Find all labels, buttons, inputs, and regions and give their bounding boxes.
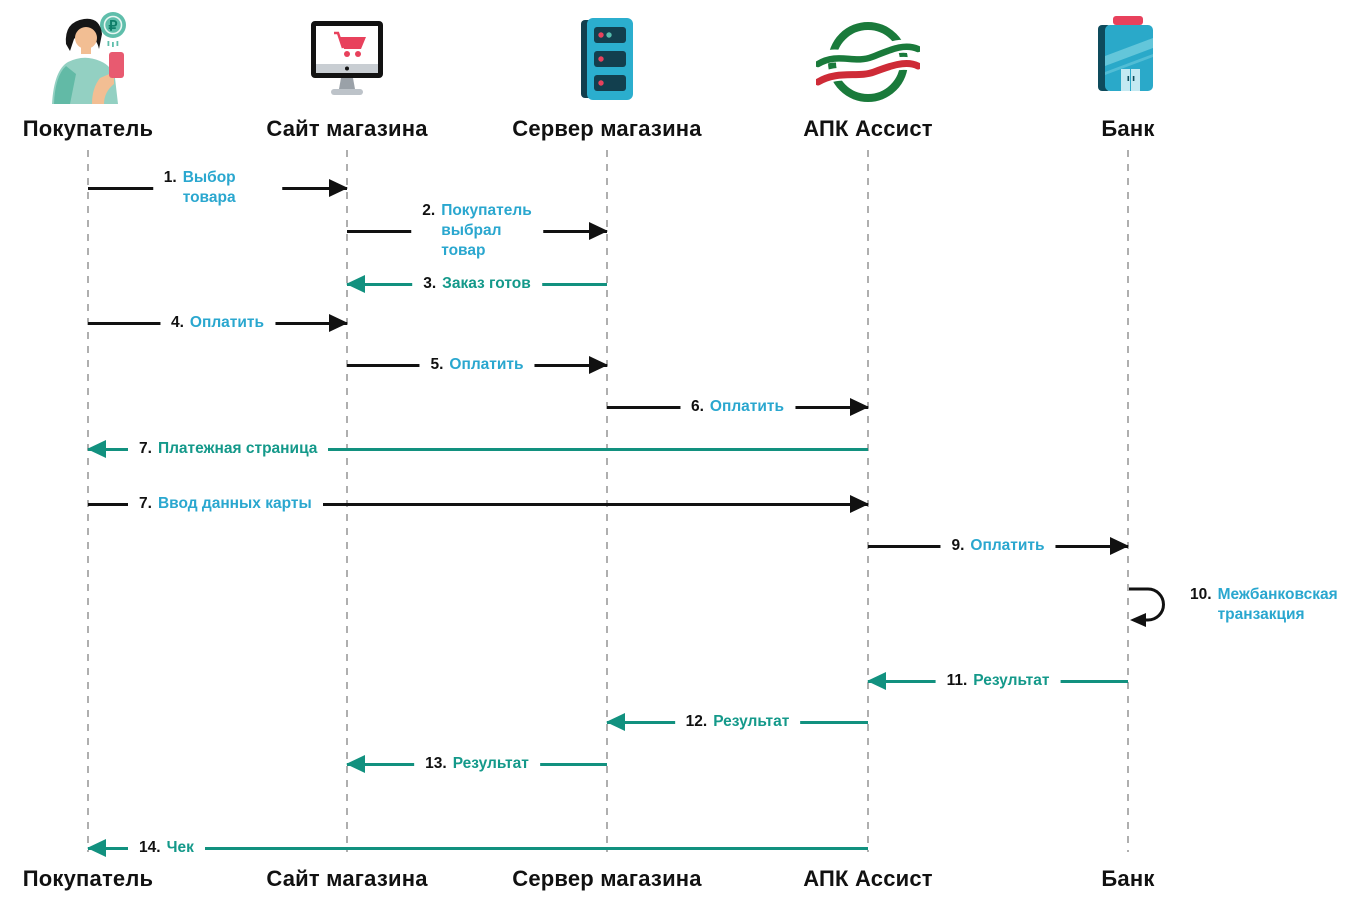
message-text: Оплатить bbox=[449, 355, 524, 373]
message-text: Заказ готов bbox=[442, 274, 531, 292]
message-text: Межбанковская транзакция bbox=[1217, 585, 1338, 623]
assist-icon-shapes bbox=[816, 22, 920, 102]
message-text: Ввод данных карты bbox=[157, 494, 312, 512]
arrowhead-left-icon bbox=[867, 672, 886, 690]
message-10-label: 10. Межбанковская транзакция bbox=[1190, 585, 1338, 625]
message-number: 6. bbox=[690, 397, 704, 415]
message-text: Оплатить bbox=[189, 313, 265, 331]
server-icon bbox=[581, 18, 633, 100]
arrowhead-right-icon bbox=[850, 398, 869, 416]
buyer-icon-shapes: ₽ bbox=[52, 12, 126, 104]
bank-icon bbox=[1098, 16, 1153, 91]
actor-label-buyer-bottom: Покупатель bbox=[22, 866, 154, 891]
arrowhead-right-icon bbox=[589, 222, 608, 240]
message-label: 4. Оплатить bbox=[159, 311, 276, 335]
site-icon-shapes bbox=[311, 21, 383, 95]
message-label: 6. Оплатить bbox=[679, 395, 796, 419]
message-text: Результат bbox=[713, 712, 790, 730]
message-number: 9. bbox=[951, 536, 965, 554]
actor-label-assist-bottom: АПК Ассист bbox=[803, 866, 933, 891]
message-number: 2. bbox=[422, 201, 436, 219]
arrowhead-right-icon bbox=[1110, 537, 1129, 555]
actor-label-bank-top: Банк bbox=[1101, 116, 1155, 141]
message-text: Оплатить bbox=[709, 397, 785, 415]
message-text: Покупатель выбрал товар bbox=[441, 201, 532, 260]
arrowhead-left-icon bbox=[87, 440, 106, 458]
message-label: 14. Чек bbox=[128, 836, 205, 860]
message-label: 7. Ввод данных карты bbox=[128, 492, 323, 516]
svg-text:₽: ₽ bbox=[109, 18, 118, 34]
message-label: 11. Результат bbox=[935, 669, 1061, 693]
message-label: 2. Покупатель выбрал товар bbox=[411, 199, 543, 263]
message-number: 5. bbox=[430, 355, 444, 373]
server-icon-shapes bbox=[581, 18, 633, 100]
message-label: 7. Платежная страница bbox=[128, 437, 329, 461]
message-number: 10. bbox=[1190, 585, 1212, 603]
message-label: 1. Выбор товара bbox=[152, 166, 283, 210]
message-number: 7. bbox=[139, 494, 152, 512]
message-text: Чек bbox=[166, 838, 194, 856]
message-label: 12. Результат bbox=[674, 710, 801, 734]
arrowhead-left-icon bbox=[346, 275, 365, 293]
message-number: 1. bbox=[163, 168, 177, 186]
arrowhead-left-icon bbox=[1130, 613, 1146, 627]
arrowhead-right-icon bbox=[329, 314, 348, 332]
lifeline-buyer bbox=[87, 150, 89, 852]
arrow-line bbox=[88, 447, 868, 451]
actor-label-server-bottom: Сервер магазина bbox=[512, 866, 702, 891]
actor-label-buyer-top: Покупатель bbox=[22, 116, 154, 141]
message-label: 5. Оплатить bbox=[419, 353, 535, 377]
lifeline-server bbox=[606, 150, 608, 852]
arrowhead-left-icon bbox=[606, 713, 625, 731]
lifeline-bank bbox=[1127, 150, 1129, 852]
arrow-line bbox=[88, 502, 868, 506]
arrowhead-right-icon bbox=[329, 179, 348, 197]
message-text: Выбор товара bbox=[182, 168, 236, 206]
lifeline-site bbox=[346, 150, 348, 852]
actor-label-site-top: Сайт магазина bbox=[266, 116, 428, 141]
arrowhead-right-icon bbox=[589, 356, 608, 374]
message-number: 13. bbox=[425, 754, 447, 772]
actor-label-assist-top: АПК Ассист bbox=[803, 116, 933, 141]
message-number: 3. bbox=[423, 274, 437, 292]
assist-logo-icon bbox=[816, 22, 920, 102]
arrowhead-right-icon bbox=[850, 495, 869, 513]
person-with-phone-icon: ₽ bbox=[52, 12, 126, 104]
message-text: Оплатить bbox=[970, 536, 1045, 554]
message-number: 12. bbox=[685, 712, 708, 730]
message-label: 3. Заказ готов bbox=[412, 272, 542, 296]
actor-label-site-bottom: Сайт магазина bbox=[266, 866, 428, 891]
message-label: 9. Оплатить bbox=[940, 534, 1056, 558]
message-number: 4. bbox=[170, 313, 184, 331]
message-number: 7. bbox=[139, 439, 152, 457]
message-label: 13. Результат bbox=[414, 752, 540, 776]
message-text: Результат bbox=[973, 671, 1050, 689]
actor-label-server-top: Сервер магазина bbox=[512, 116, 702, 141]
arrowhead-left-icon bbox=[346, 755, 365, 773]
self-loop-arrow bbox=[1129, 587, 1165, 627]
bank-icon-shapes bbox=[1098, 16, 1153, 91]
actor-label-bank-bottom: Банк bbox=[1101, 866, 1155, 891]
arrow-line bbox=[88, 846, 868, 850]
message-number: 11. bbox=[946, 671, 968, 689]
message-text: Платежная страница bbox=[157, 439, 318, 457]
monitor-cart-icon bbox=[311, 21, 383, 95]
message-number: 14. bbox=[139, 838, 161, 856]
arrowhead-left-icon bbox=[87, 839, 106, 857]
message-text: Результат bbox=[452, 754, 529, 772]
